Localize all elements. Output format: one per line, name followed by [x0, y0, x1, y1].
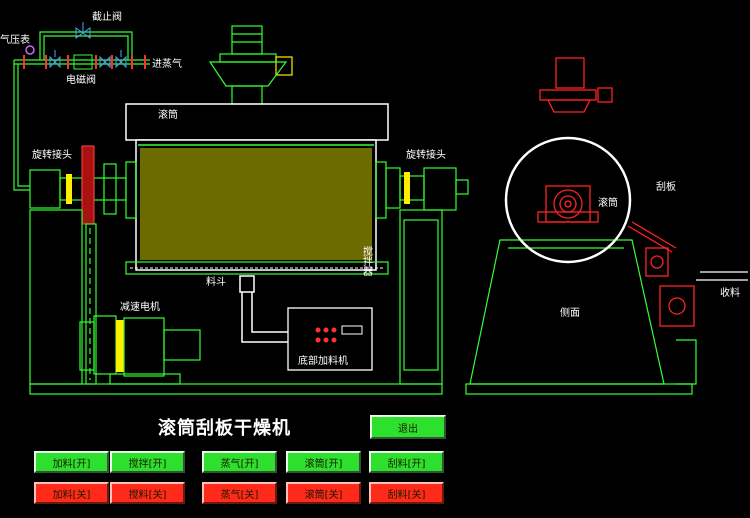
side-drum-circle [504, 136, 632, 264]
scrape-off-button[interactable]: 刮料[关] [369, 482, 444, 504]
drum-on-button[interactable]: 滚筒[开] [286, 451, 361, 473]
material-fill [140, 148, 372, 260]
main-drum [125, 103, 389, 275]
label-solenoid-valve: 电磁阀 [66, 73, 96, 86]
machine-frame [29, 209, 443, 395]
bottom-feeder [287, 307, 373, 371]
valves [49, 22, 127, 70]
label-gear-motor: 减速电机 [120, 300, 160, 313]
label-pressure-gauge: 气压表 [0, 33, 30, 46]
label-rotary-joint-left: 旋转接头 [32, 148, 72, 161]
side-bearing [537, 185, 599, 223]
steam-on-button[interactable]: 蒸气[开] [202, 451, 277, 473]
label-steam-inlet: 进蒸气 [152, 57, 182, 70]
feed-off-button[interactable]: 加料[关] [34, 482, 109, 504]
exit-button[interactable]: 退出 [370, 415, 446, 439]
scraper-assembly [627, 221, 748, 327]
label-scraper: 刮板 [656, 180, 676, 193]
page-title: 滚筒刮板干燥机 [158, 418, 291, 439]
steam-piping [13, 31, 150, 191]
pressure-gauge-icon [25, 45, 35, 55]
feed-on-button[interactable]: 加料[开] [34, 451, 109, 473]
red-flanges [23, 55, 146, 69]
steam-off-button[interactable]: 蒸气[关] [202, 482, 277, 504]
label-rotary-joint-right: 旋转接头 [406, 148, 446, 161]
gear-motor [79, 315, 201, 385]
scrape-on-button[interactable]: 刮料[开] [369, 451, 444, 473]
label-agitator: 搅拌器 [361, 245, 373, 277]
label-drum: 滚筒 [158, 108, 178, 121]
label-shutoff-valve: 截止阀 [92, 10, 122, 23]
label-collect: 收料 [720, 286, 740, 299]
label-side-view: 侧面 [560, 306, 580, 319]
side-body [465, 239, 697, 395]
feed-pipe [239, 275, 288, 343]
label-side-drum: 滚筒 [598, 196, 618, 209]
label-bottom-feeder: 底部加料机 [298, 354, 348, 367]
drum-off-button[interactable]: 滚筒[关] [286, 482, 361, 504]
top-motor [208, 25, 293, 105]
stir-on-button[interactable]: 搅拌[开] [110, 451, 185, 473]
side-motor [539, 57, 613, 113]
left-gear [81, 145, 95, 225]
label-hopper: 料斗 [206, 275, 226, 288]
stir-off-button[interactable]: 搅料[关] [110, 482, 185, 504]
